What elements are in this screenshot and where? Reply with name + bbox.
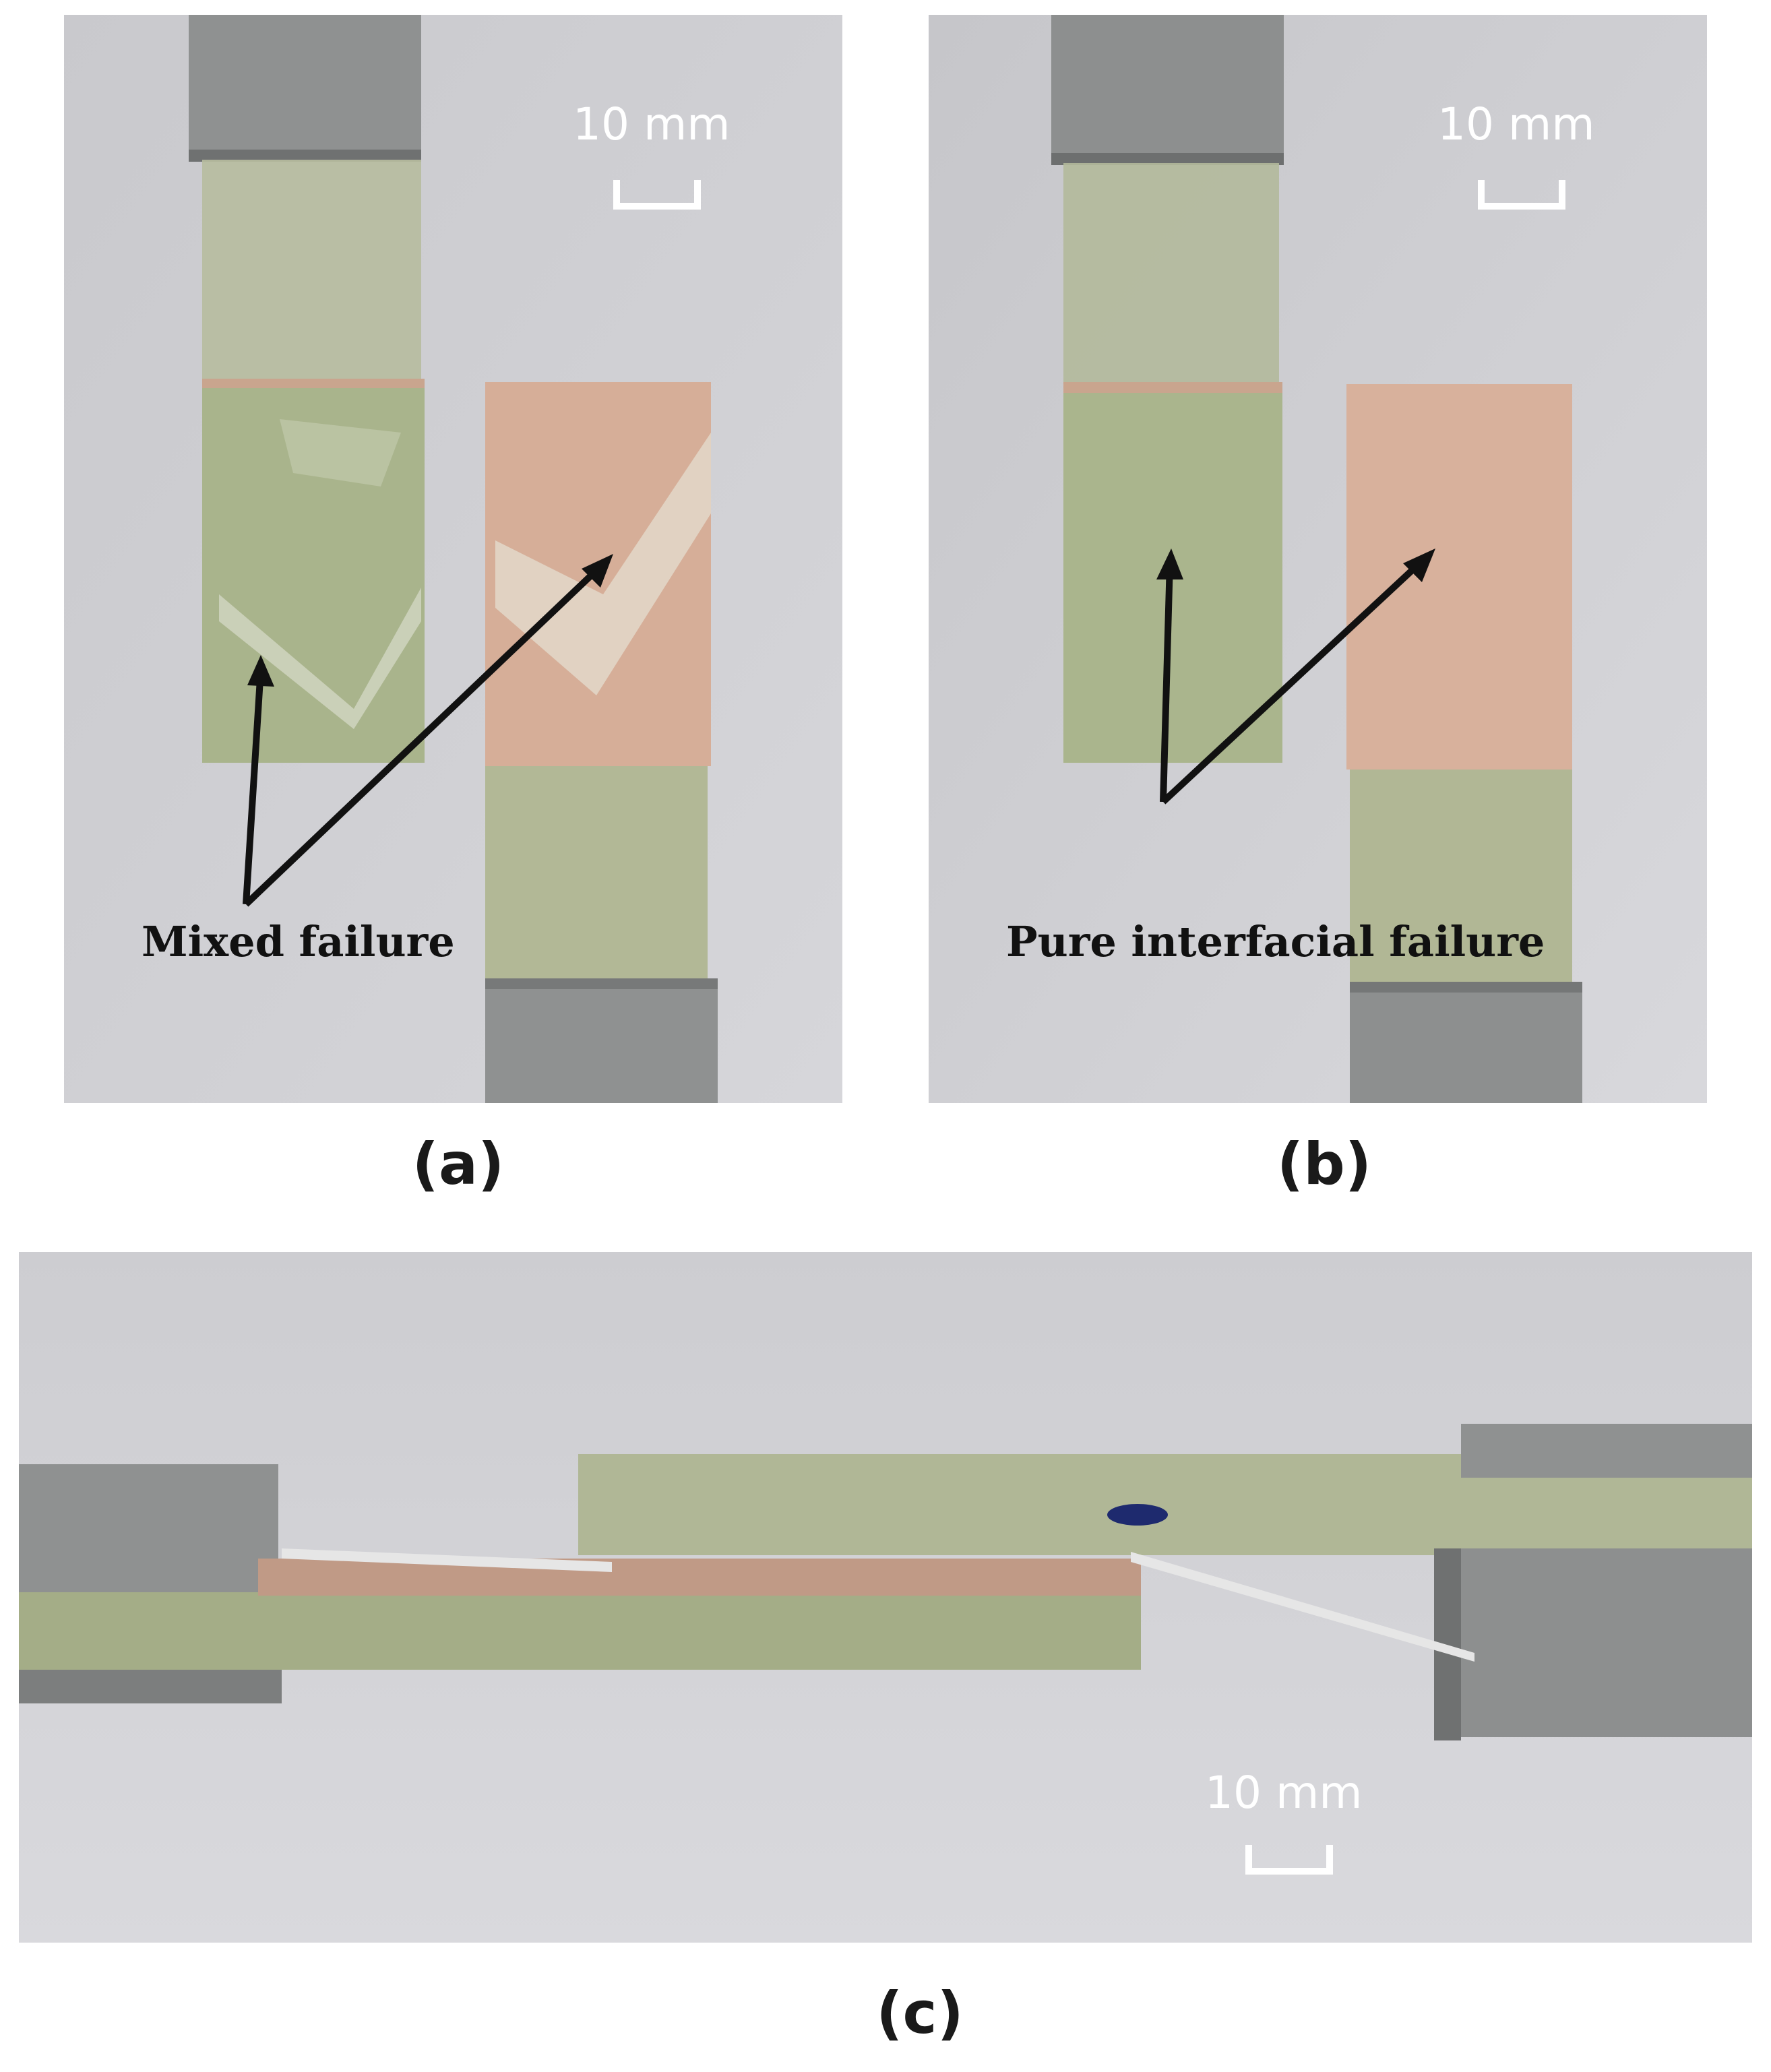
photo-panel-a: 10 mm Mixed failure [64, 15, 842, 1103]
caption-a: (a) [412, 1131, 505, 1198]
scale-bar-b [1478, 180, 1565, 210]
caption-c: (c) [876, 1980, 964, 2047]
top-aluminum-tab [189, 15, 421, 156]
bottom-aluminum-tab [1350, 982, 1582, 1103]
scale-bar-a [613, 180, 701, 210]
blue-mark [1107, 1504, 1168, 1526]
bottom-gfrp-strip [485, 766, 708, 988]
annotation-mixed-failure: Mixed failure [142, 917, 455, 966]
bottom-gfrp-strip [1350, 770, 1572, 992]
photo-panel-b: 10 mm Pure interfacial failure [929, 15, 1707, 1103]
caption-b: (b) [1276, 1131, 1372, 1198]
annotation-arrows [243, 554, 613, 907]
top-gfrp-strip [1063, 163, 1279, 396]
scale-label-a: 10 mm [573, 98, 731, 150]
adhesive-debris-left [282, 1548, 612, 1572]
top-gfrp-strip [202, 160, 421, 389]
adhesive-debris-right [1131, 1552, 1474, 1662]
left-gfrp-adherend [19, 1592, 1141, 1670]
scale-bar-c [1245, 1845, 1333, 1875]
bottom-aluminum-tab [485, 978, 718, 1103]
top-aluminum-tab [1051, 15, 1284, 160]
right-overlap-region [1346, 384, 1572, 770]
annotation-arrows [1156, 548, 1435, 805]
photo-a-image [64, 15, 842, 1103]
right-aluminum-tab [1461, 1424, 1752, 1478]
scale-label-c: 10 mm [1205, 1767, 1363, 1819]
photo-b-image [929, 15, 1707, 1103]
photo-c-image [19, 1252, 1752, 1943]
photo-panel-c: 10 mm [19, 1252, 1752, 1943]
scale-label-b: 10 mm [1437, 98, 1595, 150]
annotation-pure-interfacial-failure: Pure interfacial failure [1006, 917, 1545, 966]
